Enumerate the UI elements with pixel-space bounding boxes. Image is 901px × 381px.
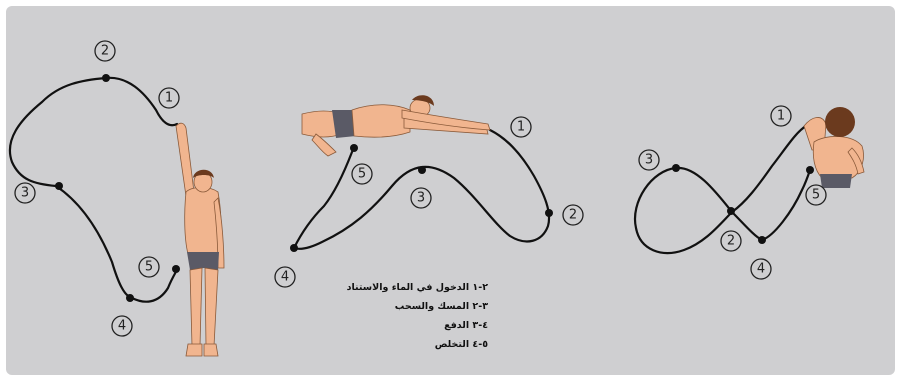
- marker-4: 4: [112, 316, 132, 336]
- marker-1: 1: [771, 106, 791, 126]
- diagram-horizontal-swimmer: 1 2 3 4 5: [275, 95, 583, 287]
- marker-2: 2: [95, 41, 115, 61]
- path-point: [126, 294, 134, 302]
- path-point: [672, 164, 680, 172]
- svg-text:3: 3: [645, 153, 653, 168]
- legend-item: ٤-٣ الدفع: [358, 316, 488, 335]
- path-point: [102, 74, 110, 82]
- swimmer-figure-horizontal: [302, 95, 490, 156]
- svg-text:4: 4: [118, 319, 126, 334]
- stroke-path-3: [635, 126, 810, 253]
- svg-text:3: 3: [417, 191, 425, 206]
- phase-legend: ٢-١ الدخول في الماء والاستناد ٣-٢ المسك …: [358, 278, 488, 354]
- legend-item: ٣-٢ المسك والسحب: [358, 297, 488, 316]
- marker-5: 5: [806, 185, 826, 205]
- path-point: [727, 207, 735, 215]
- svg-text:5: 5: [145, 260, 153, 275]
- svg-text:3: 3: [21, 186, 29, 201]
- svg-text:4: 4: [757, 262, 765, 277]
- path-point: [418, 166, 426, 174]
- svg-text:1: 1: [517, 120, 525, 135]
- path-point: [290, 244, 298, 252]
- diagram-standing-swimmer: 1 2 3 4 5: [10, 41, 224, 356]
- legend-item: ٥-٤ التخلص: [358, 335, 488, 354]
- marker-2: 2: [563, 205, 583, 225]
- svg-text:5: 5: [812, 188, 820, 203]
- svg-text:5: 5: [358, 167, 366, 182]
- svg-text:1: 1: [777, 109, 785, 124]
- path-point: [350, 144, 358, 152]
- swimmer-figure-standing: [176, 123, 224, 356]
- svg-text:2: 2: [101, 44, 109, 59]
- legend-item: ٢-١ الدخول في الماء والاستناد: [358, 278, 488, 297]
- path-point: [758, 236, 766, 244]
- svg-text:1: 1: [165, 91, 173, 106]
- svg-text:4: 4: [281, 270, 289, 285]
- marker-2: 2: [721, 231, 741, 251]
- marker-3: 3: [15, 183, 35, 203]
- path-point: [806, 166, 814, 174]
- marker-5: 5: [139, 257, 159, 277]
- svg-text:2: 2: [569, 208, 577, 223]
- marker-4: 4: [751, 259, 771, 279]
- diagram-top-view-swimmer: 1 2 3 4 5: [635, 106, 864, 279]
- marker-1: 1: [511, 117, 531, 137]
- swimmer-figure-top-view: [804, 107, 864, 188]
- path-point: [545, 209, 553, 217]
- marker-4: 4: [275, 267, 295, 287]
- svg-text:2: 2: [727, 234, 735, 249]
- marker-1: 1: [159, 88, 179, 108]
- marker-5: 5: [352, 164, 372, 184]
- diagram-panel: 1 2 3 4 5: [6, 6, 895, 375]
- marker-3: 3: [411, 188, 431, 208]
- path-point: [55, 182, 63, 190]
- marker-3: 3: [639, 150, 659, 170]
- path-point: [172, 265, 180, 273]
